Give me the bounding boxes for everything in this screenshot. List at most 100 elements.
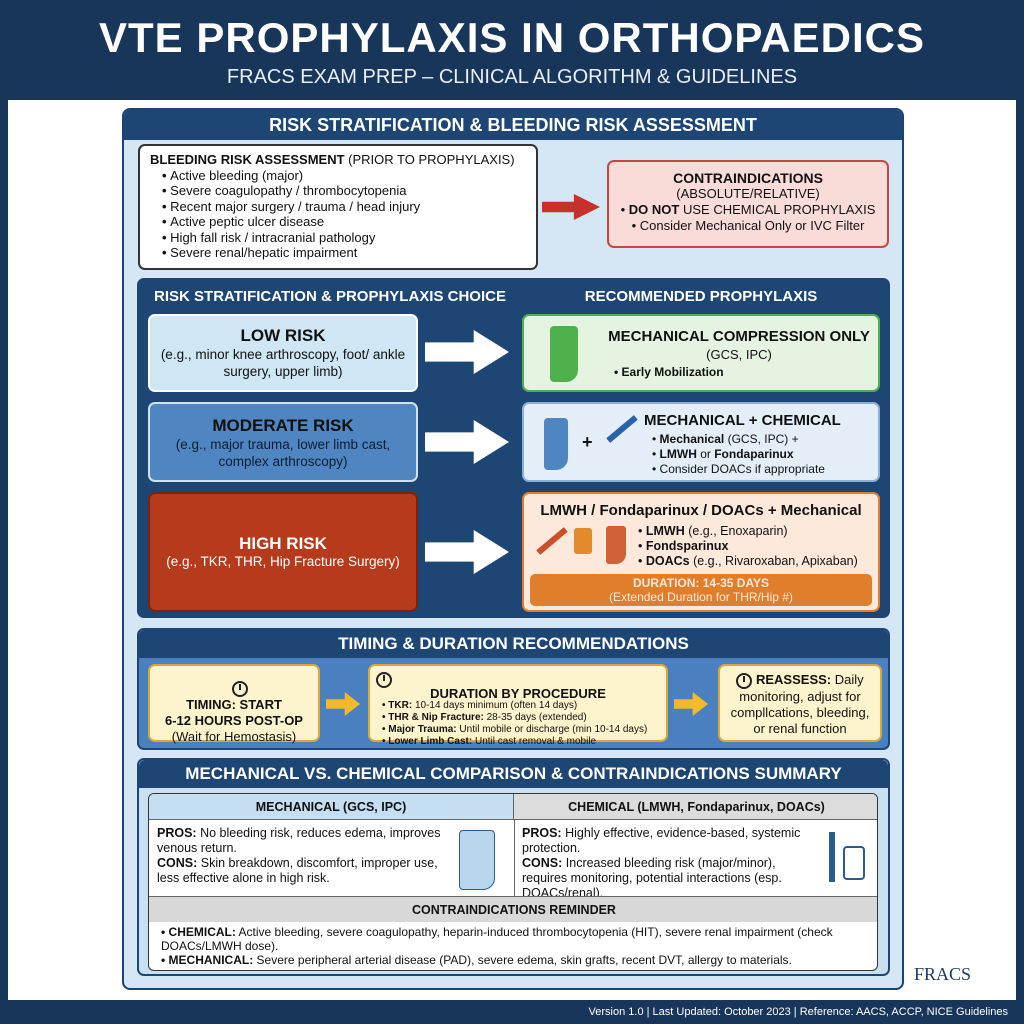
choice-right-title: RECOMMENDED PROPHYLAXIS — [584, 288, 818, 305]
bleeding-item: Active bleeding (major) — [162, 168, 526, 184]
reassess-box: REASSESS: Daily monitoring, adjust for c… — [718, 664, 882, 742]
chem-cons: Increased bleeding risk (major/minor), r… — [522, 856, 782, 900]
duration-item: TKR: 10-14 days minimum (often 14 days) — [382, 700, 666, 712]
pros-label: PROS: — [157, 826, 197, 840]
bleeding-item: Severe coagulopathy / thrombocytopenia — [162, 183, 526, 199]
timing-l2: 6-12 HOURS POST-OP — [165, 712, 303, 728]
moderate-risk-desc: (e.g., major trauma, lower limb cast, co… — [175, 437, 391, 469]
rec-item: Fondsparinux — [645, 539, 729, 553]
syringe-icon — [606, 415, 638, 443]
sock-icon — [606, 526, 626, 564]
cons-label: CONS: — [522, 856, 563, 870]
duration-item-text: 28-35 days (extended) — [483, 712, 587, 723]
reminder-title: CONTRAINDICATIONS REMINDER — [149, 896, 877, 922]
reassess-text: Daily monitoring, adjust for compllcatio… — [730, 672, 870, 736]
clock-icon — [376, 672, 392, 688]
duration-banner: DURATION: 14-35 DAYS (Extended Duration … — [530, 574, 872, 606]
contra-item-bold: DO NOT — [628, 202, 680, 217]
low-risk-title: LOW RISK — [240, 326, 326, 345]
bleeding-title-rest: (PRIOR TO PROPHYLAXIS) — [344, 152, 515, 167]
sock-icon — [544, 418, 568, 470]
mech-header: MECHANICAL (GCS, IPC) — [149, 794, 514, 820]
contra-subtitle: (ABSOLUTE/RELATIVE) — [676, 186, 820, 201]
choice-left-title: RISK STRATIFICATION & PROPHYLAXIS CHOICE — [154, 288, 506, 305]
bleeding-item: Active peptic ulcer disease — [162, 214, 526, 230]
plus-icon: + — [582, 432, 593, 452]
mech-cons: Skin breakdown, discomfort, improper use… — [157, 856, 438, 885]
high-risk-title: HIGH RISK — [239, 534, 327, 553]
duration-item: Lower Limb Cast: Until cast removal & mo… — [382, 736, 666, 748]
bleeding-item: High fall risk / intracranial pathology — [162, 230, 526, 246]
high-risk-desc: (e.g., TKR, THR, Hip Fracture Surgery) — [166, 554, 400, 569]
compression-leg-icon — [459, 830, 495, 890]
contra-title: CONTRAINDICATIONS — [673, 170, 823, 186]
clock-icon — [736, 672, 753, 689]
duration-item: THR & Nip Fracture: 28-35 days (extended… — [382, 712, 666, 724]
bleeding-list: Active bleeding (major)Severe coagulopat… — [150, 168, 526, 261]
low-risk-box: LOW RISK (e.g., minor knee arthroscopy, … — [148, 314, 418, 392]
footer: Version 1.0 | Last Updated: October 2023… — [0, 1000, 1024, 1024]
rec-item: Fondaparinux — [714, 447, 794, 461]
low-rec-title: MECHANICAL COMPRESSION ONLY — [608, 328, 870, 345]
duration-item-text: Until mobile or discharge (min 10-14 day… — [456, 724, 648, 735]
pill-bottle-icon — [574, 528, 592, 554]
high-rec-title: LMWH / Fondaparinux / DOACs + Mechanical — [540, 502, 862, 519]
bleeding-item: Recent major surgery / trauma / head inj… — [162, 199, 526, 215]
bleeding-title: BLEEDING RISK ASSESSMENT — [150, 152, 345, 167]
rec-item: Mechanical — [659, 432, 725, 446]
duration-item-label: THR & Nip Fracture: — [388, 712, 484, 723]
low-rec-box: MECHANICAL COMPRESSION ONLY (GCS, IPC) •… — [522, 314, 880, 392]
rec-item: (e.g., Rivaroxaban, Apixaban) — [689, 554, 858, 568]
low-rec-item: Early Mobilization — [621, 365, 724, 379]
reminder-list: CHEMICAL: Active bleeding, severe coagul… — [161, 925, 861, 967]
moderate-risk-title: MODERATE RISK — [212, 416, 354, 435]
duration-item-text: Until cast removal & mobile — [472, 736, 597, 747]
moderate-rec-title: MECHANICAL + CHEMICAL — [644, 412, 841, 429]
rec-item: or — [696, 447, 715, 461]
fracs-logo: FRACS — [914, 964, 972, 984]
bleeding-item: Severe renal/hepatic impairment — [162, 245, 526, 261]
page-title: VTE PROPHYLAXIS IN ORTHOPAEDICS — [99, 14, 925, 61]
low-risk-desc: (e.g., minor knee arthroscopy, foot/ ank… — [160, 347, 406, 379]
moderate-rec-box: + MECHANICAL + CHEMICAL • Mechanical (GC… — [522, 402, 880, 482]
rec-item: (GCS, IPC) + — [724, 432, 799, 446]
duration-box: DURATION BY PROCEDURE TKR: 10-14 days mi… — [368, 664, 668, 747]
sock-icon — [550, 326, 578, 382]
bleeding-risk-box: BLEEDING RISK ASSESSMENT (PRIOR TO PROPH… — [138, 144, 538, 270]
duration-list: TKR: 10-14 days minimum (often 14 days)T… — [370, 700, 666, 748]
syringe-icon — [829, 832, 835, 882]
contra-item-2: Consider Mechanical Only or IVC Filter — [639, 218, 865, 233]
high-risk-box: HIGH RISK (e.g., TKR, THR, Hip Fracture … — [148, 492, 418, 612]
page-subtitle: FRACS EXAM PREP – CLINICAL ALGORITHM & G… — [226, 66, 798, 88]
mech-pros: No bleeding risk, reduces edema, improve… — [157, 826, 441, 855]
risk-section-title: RISK STRATIFICATION & BLEEDING RISK ASSE… — [124, 110, 902, 140]
reminder-mech-label: MECHANICAL: — [168, 953, 254, 967]
chem-header: CHEMICAL (LMWH, Fondaparinux, DOACs) — [514, 794, 877, 820]
comparison-title: MECHANICAL VS. CHEMICAL COMPARISON & CON… — [139, 760, 888, 788]
timing-start-box: TIMING: START 6-12 HOURS POST-OP (Wait f… — [148, 664, 320, 744]
contraindications-box: CONTRAINDICATIONS (ABSOLUTE/RELATIVE) • … — [607, 160, 889, 248]
cons-label: CONS: — [157, 856, 198, 870]
syringe-icon — [536, 527, 568, 555]
reminder-mech: Severe peripheral arterial disease (PAD)… — [253, 953, 792, 967]
duration-item-text: 10-14 days minimum (often 14 days) — [412, 700, 578, 711]
pros-label: PROS: — [522, 826, 562, 840]
low-rec-sub: (GCS, IPC) — [706, 347, 772, 362]
duration-item-label: Major Trauma: — [388, 724, 457, 735]
duration-text: DURATION: 14-35 DAYS — [632, 576, 770, 590]
rec-item: DOACs — [645, 554, 690, 568]
chem-pros: Highly effective, evidence-based, system… — [522, 826, 801, 855]
duration-item-label: Lower Limb Cast: — [388, 736, 473, 747]
duration-item-label: TKR: — [388, 700, 413, 711]
timing-l1: TIMING: START — [186, 696, 282, 712]
timing-l3: (Wait for Hemostasis) — [171, 728, 297, 744]
chem-cell: PROS: Highly effective, evidence-based, … — [522, 826, 822, 901]
clock-icon — [232, 680, 248, 697]
rec-item: LMWH — [645, 524, 685, 538]
duration-item: Major Trauma: Until mobile or discharge … — [382, 724, 666, 736]
timing-title: TIMING & DURATION RECOMMENDATIONS — [139, 630, 888, 658]
duration-sub: (Extended Duration for THR/Hip #) — [609, 590, 793, 604]
mech-cell: PROS: No bleeding risk, reduces edema, i… — [157, 826, 457, 886]
duration-title: DURATION BY PROCEDURE — [430, 686, 606, 701]
rec-item: Consider DOACs if appropriate — [659, 462, 825, 476]
